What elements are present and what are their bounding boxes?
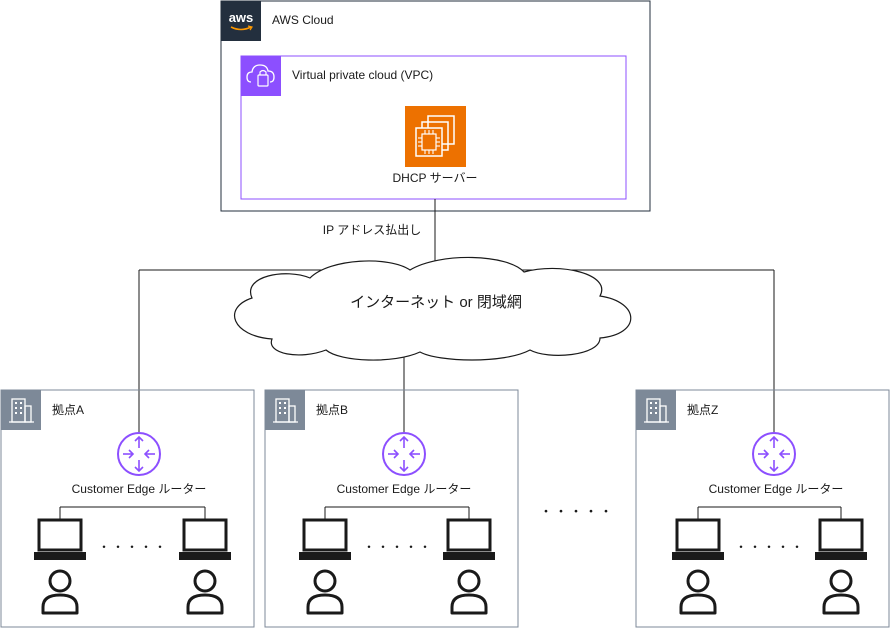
user-icon xyxy=(306,569,344,615)
site-b-border xyxy=(264,389,519,628)
svg-text:aws: aws xyxy=(229,10,254,25)
vpc-group: Virtual private cloud (VPC) xyxy=(240,55,627,200)
site-a-border xyxy=(0,389,255,628)
user-icon xyxy=(186,569,224,615)
user-icon xyxy=(41,569,79,615)
computer-icon[interactable] xyxy=(443,518,495,560)
user-icon xyxy=(822,569,860,615)
network-cloud-shape xyxy=(234,256,632,361)
lan-lines xyxy=(59,506,206,519)
router-label: Customer Edge ルーター xyxy=(709,482,844,496)
ip-distribution-label: IP アドレス払出し xyxy=(323,223,421,237)
router-icon[interactable] xyxy=(752,432,796,476)
ellipsis-label: ・・・・・ xyxy=(735,540,805,554)
site-a: 拠点A Customer Edge ルーター ・・・・・ xyxy=(0,389,255,628)
dhcp-server-label: DHCP サーバー xyxy=(393,171,478,185)
aws-logo-icon: aws xyxy=(221,1,261,41)
dhcp-server[interactable]: DHCP サーバー xyxy=(393,106,478,185)
router-label: Customer Edge ルーター xyxy=(337,482,472,496)
site-z-label: 拠点Z xyxy=(687,403,718,417)
site-z: 拠点Z Customer Edge ルーター ・・・・・ xyxy=(635,389,890,628)
sites-ellipsis-label: ・・・・・ xyxy=(539,504,614,519)
site-z-border xyxy=(635,389,890,628)
aws-cloud-label: AWS Cloud xyxy=(272,13,334,27)
computer-icon[interactable] xyxy=(672,518,724,560)
computer-icon[interactable] xyxy=(179,518,231,560)
network-cloud: インターネット or 閉域網 xyxy=(234,256,632,361)
vpc-label: Virtual private cloud (VPC) xyxy=(292,68,433,82)
site-b-label: 拠点B xyxy=(316,403,348,417)
building-icon xyxy=(265,390,305,430)
ellipsis-label: ・・・・・ xyxy=(363,540,433,554)
aws-cloud-group: aws AWS Cloud xyxy=(220,0,651,212)
computer-icon[interactable] xyxy=(299,518,351,560)
user-icon xyxy=(679,569,717,615)
computer-icon[interactable] xyxy=(34,518,86,560)
site-a-label: 拠点A xyxy=(52,403,84,417)
user-icon xyxy=(450,569,488,615)
router-icon[interactable] xyxy=(117,432,161,476)
router-label: Customer Edge ルーター xyxy=(72,482,207,496)
lan-lines xyxy=(697,506,842,519)
ellipsis-label: ・・・・・ xyxy=(98,540,168,554)
router-icon[interactable] xyxy=(382,432,426,476)
vpc-border xyxy=(240,55,627,200)
vpc-icon xyxy=(241,56,281,96)
network-label: インターネット or 閉域網 xyxy=(350,294,522,311)
site-b: 拠点B Customer Edge ルーター ・・・・・ xyxy=(264,389,519,628)
building-icon xyxy=(1,390,41,430)
building-icon xyxy=(636,390,676,430)
computer-icon[interactable] xyxy=(815,518,867,560)
ec2-instance-icon xyxy=(405,106,466,167)
lan-lines xyxy=(324,506,470,519)
